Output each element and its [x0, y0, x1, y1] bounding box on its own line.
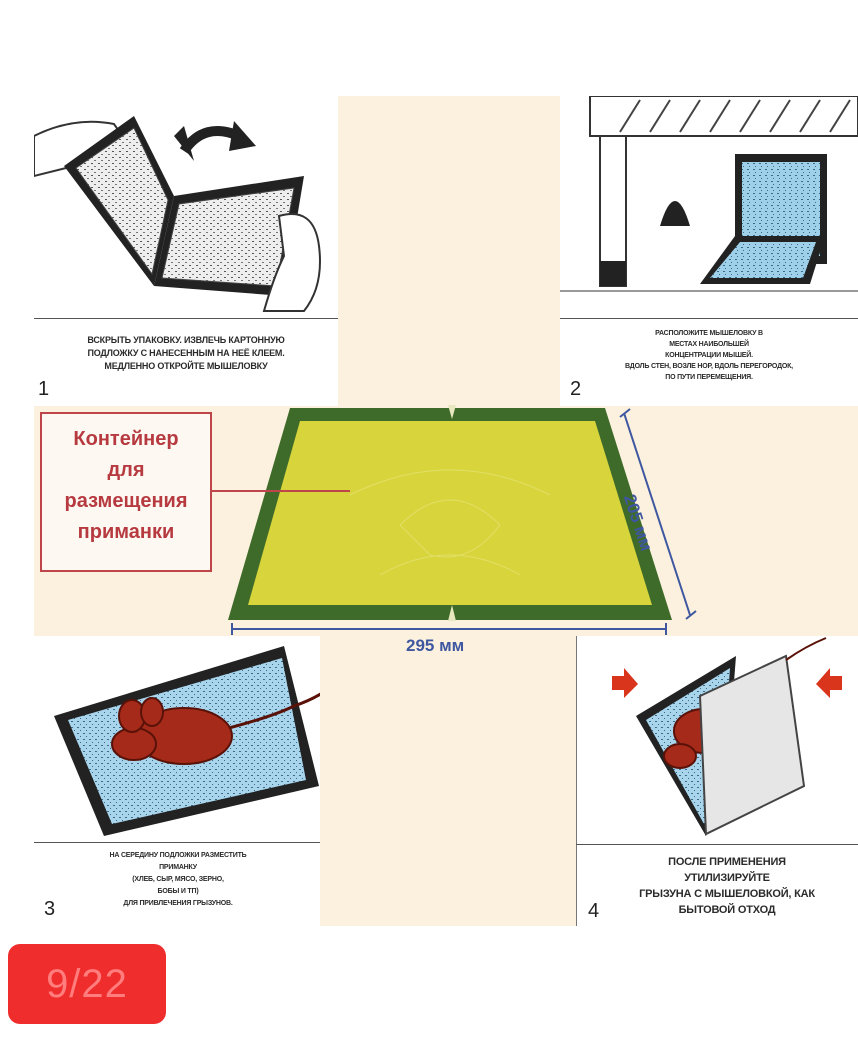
step-4-divider — [576, 844, 858, 845]
bottom-center-background — [320, 636, 576, 926]
step-4-panel: ПОСЛЕ ПРИМЕНЕНИЯ УТИЛИЗИРУЙТЕ ГРЫЗУНА С … — [576, 636, 858, 926]
step-3-panel: НА СЕРЕДИНУ ПОДЛОЖКИ РАЗМЕСТИТЬ ПРИМАНКУ… — [34, 636, 320, 926]
trap-placement-illustration — [560, 96, 858, 292]
step-2-number: 2 — [570, 378, 582, 400]
page-counter-badge: 9/22 — [8, 944, 166, 1024]
step-4-number: 4 — [588, 900, 600, 922]
step-1-number: 1 — [38, 378, 50, 400]
step-2-caption: РАСПОЛОЖИТЕ МЫШЕЛОВКУ В МЕСТАХ НАИБОЛЬШЕ… — [625, 330, 793, 381]
step-2-divider — [560, 318, 858, 319]
step-1-panel: ВСКРЫТЬ УПАКОВКУ. ИЗВЛЕЧЬ КАРТОННУЮ ПОДЛ… — [34, 96, 338, 406]
step-3-caption: НА СЕРЕДИНУ ПОДЛОЖКИ РАЗМЕСТИТЬ ПРИМАНКУ… — [109, 852, 247, 907]
step-4-caption: ПОСЛЕ ПРИМЕНЕНИЯ УТИЛИЗИРУЙТЕ ГРЫЗУНА С … — [639, 856, 815, 916]
bait-container-callout: Контейнер для размещения приманки — [40, 412, 212, 572]
step-1-caption: ВСКРЫТЬ УПАКОВКУ. ИЗВЛЕЧЬ КАРТОННУЮ ПОДЛ… — [87, 335, 285, 371]
top-center-background — [338, 96, 560, 408]
open-package-illustration — [34, 116, 321, 312]
glue-trap-diagram — [212, 405, 697, 635]
step-1-divider — [34, 318, 338, 319]
bait-placement-illustration — [54, 646, 320, 836]
dispose-trap-illustration — [612, 637, 842, 836]
step-2-panel: РАСПОЛОЖИТЕ МЫШЕЛОВКУ В МЕСТАХ НАИБОЛЬШЕ… — [560, 96, 858, 406]
step-4-left-border — [576, 636, 577, 926]
width-dimension-label: 295 мм — [406, 636, 465, 655]
step-3-number: 3 — [44, 898, 56, 920]
step-3-divider — [34, 842, 320, 843]
